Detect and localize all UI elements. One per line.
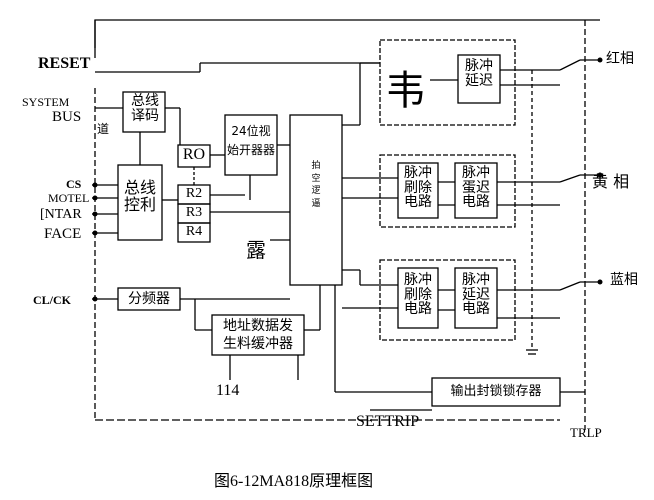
bus-control-text: 总线 控利	[123, 178, 156, 214]
addr-buffer-box	[211, 314, 305, 356]
latch-text: 输出封锁锁存器	[450, 384, 542, 399]
figure-caption: 图6-12MA818原理框图	[214, 473, 374, 490]
face-label: FACE	[44, 226, 82, 242]
channel-1-frame	[379, 39, 516, 126]
ntar-label: [NTAR	[40, 207, 82, 222]
divider-text: 分频器	[128, 291, 170, 307]
bus-control-box	[117, 164, 163, 241]
r2-text: R2	[185, 186, 203, 201]
timer-text: 24位视 始开器器	[226, 124, 275, 158]
eraser-3-text: 脉冲 刷除 电路	[404, 272, 432, 318]
r4-text: R4	[185, 224, 203, 239]
delay-1-text: 脉冲 延迟	[465, 58, 493, 89]
delay-2-text: 脉冲 蛋迟 电路	[462, 165, 490, 211]
cs-label: CS	[66, 177, 82, 191]
yellow-phase-label: 黄 相	[592, 172, 630, 191]
pin-114-label: 114	[216, 382, 240, 399]
lu-label: 露	[246, 238, 266, 262]
chip-outline	[94, 19, 600, 58]
delay-2-box	[454, 162, 498, 219]
wei-glyph: 韦	[385, 68, 426, 114]
blue-phase-label: 蓝相	[610, 272, 638, 288]
control-logic-box	[289, 114, 343, 286]
bus-decoder-box	[122, 91, 166, 133]
red-phase-label: 红相	[606, 51, 634, 67]
control-logic-text: 拍 空 逻 逼	[311, 161, 321, 209]
dao-label: 道	[97, 122, 110, 136]
reset-label: RESET	[38, 55, 91, 72]
delay-3-box	[454, 267, 498, 329]
settrip-label: SETTRIP	[356, 413, 420, 430]
system-label: SYSTEM	[22, 95, 70, 109]
motel-label: MOTEL	[48, 191, 90, 205]
r0-text: RO	[182, 146, 206, 163]
delay-3-text: 脉冲 延迟 电路	[462, 272, 490, 318]
eraser-2-box	[397, 162, 439, 219]
addr-buffer-text: 地址数据发 生料缓冲器	[223, 318, 293, 353]
register-r4	[177, 222, 211, 243]
eraser-3-box	[397, 267, 439, 329]
delay-1-box	[457, 54, 501, 104]
r3-text: R3	[185, 205, 203, 220]
channel-3-frame	[379, 259, 516, 341]
channel-2-frame	[379, 154, 516, 228]
clck-label: CL/CK	[33, 293, 72, 307]
bus-label: BUS	[52, 109, 82, 125]
eraser-2-text: 脉冲 刷除 电路	[404, 165, 432, 211]
bus-decoder-text: 总线 译码	[131, 93, 159, 124]
trlp-label: TRLP	[570, 425, 602, 440]
